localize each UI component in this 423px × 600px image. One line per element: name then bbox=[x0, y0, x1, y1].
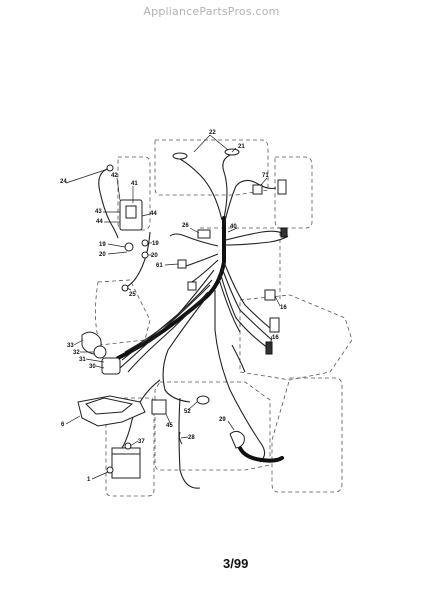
callout-45: 45 bbox=[166, 423, 173, 429]
site-watermark: AppliancePartsPros.com bbox=[143, 5, 280, 18]
callout-71: 71 bbox=[262, 173, 269, 179]
callout-44-left: 44 bbox=[96, 219, 103, 225]
tractor-outline bbox=[95, 139, 353, 497]
callout-32: 32 bbox=[73, 350, 80, 356]
callout-33: 33 bbox=[67, 343, 74, 349]
callout-6: 6 bbox=[61, 422, 65, 428]
callout-29: 29 bbox=[219, 417, 226, 423]
callout-20-right: 20 bbox=[151, 253, 158, 259]
callout-52: 52 bbox=[184, 409, 191, 415]
callout-28: 28 bbox=[188, 435, 195, 441]
callout-31: 31 bbox=[79, 357, 86, 363]
callout-42: 42 bbox=[111, 173, 118, 179]
callout-44-right: 44 bbox=[150, 211, 157, 217]
callout-61: 61 bbox=[156, 263, 163, 269]
callout-37: 37 bbox=[138, 439, 145, 445]
main-harness bbox=[98, 154, 289, 489]
callout-20-left: 20 bbox=[99, 252, 106, 258]
callout-26: 26 bbox=[182, 223, 189, 229]
callout-16-bottom: 16 bbox=[272, 335, 279, 341]
page-number: 3/99 bbox=[223, 556, 249, 571]
callout-30: 30 bbox=[89, 364, 96, 370]
components bbox=[77, 148, 288, 479]
callout-1: 1 bbox=[87, 477, 91, 483]
callout-22: 22 bbox=[209, 130, 216, 136]
callout-labels: 22 21 71 24 42 41 43 44 44 26 40 19 19 2… bbox=[60, 130, 287, 483]
callout-19-right: 19 bbox=[152, 241, 159, 247]
callout-25: 25 bbox=[129, 292, 136, 298]
callout-43: 43 bbox=[95, 209, 102, 215]
callout-19-left: 19 bbox=[99, 242, 106, 248]
leader-lines bbox=[65, 134, 281, 480]
callout-21: 21 bbox=[238, 144, 245, 150]
callout-16-top: 16 bbox=[280, 305, 287, 311]
callout-24: 24 bbox=[60, 179, 67, 185]
callout-41: 41 bbox=[131, 181, 138, 187]
callout-40: 40 bbox=[230, 224, 237, 230]
